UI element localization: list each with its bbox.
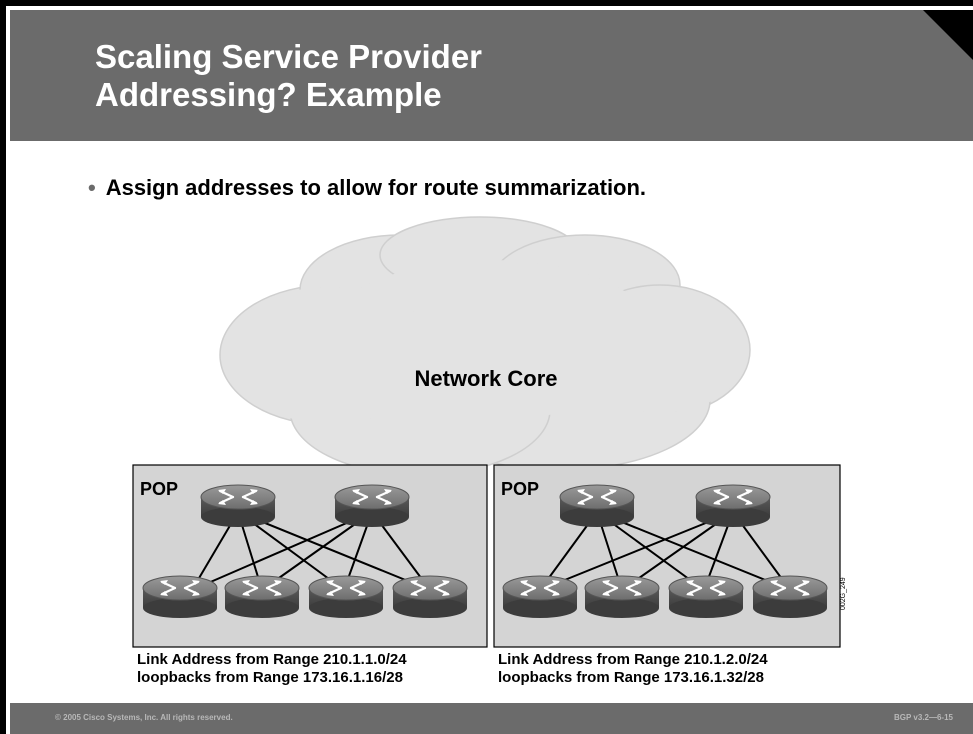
- network-core-label: Network Core: [414, 366, 557, 391]
- corner-mark: [923, 10, 973, 60]
- router-icon: [667, 574, 745, 620]
- pop-1-caption: Link Address from Range 210.1.1.0/24 loo…: [137, 651, 407, 687]
- router-icon: [558, 483, 636, 529]
- pop-2-loopback-range: loopbacks from Range 173.16.1.32/28: [498, 669, 764, 686]
- pop-box-2: POP: [493, 464, 841, 648]
- router-icon: [223, 574, 301, 620]
- bullet-item: • Assign addresses to allow for route sum…: [88, 175, 646, 201]
- router-icon: [583, 574, 661, 620]
- pop-box-1: POP: [132, 464, 488, 648]
- course-code: BGP v3.2—6-15: [894, 713, 953, 722]
- router-icon: [501, 574, 579, 620]
- left-border: [0, 0, 6, 734]
- title-line-2: Addressing? Example: [95, 76, 442, 113]
- network-core-cloud: [219, 216, 751, 476]
- slide-title: Scaling Service Provider Addressing? Exa…: [95, 38, 482, 114]
- pop-2-link-range: Link Address from Range 210.1.2.0/24: [498, 651, 768, 668]
- pop-label-2: POP: [501, 479, 539, 499]
- pop-1-loopback-range: loopbacks from Range 173.16.1.16/28: [137, 669, 403, 686]
- top-border: [0, 0, 973, 6]
- title-line-1: Scaling Service Provider: [95, 38, 483, 75]
- router-icon: [307, 574, 385, 620]
- copyright-text: © 2005 Cisco Systems, Inc. All rights re…: [55, 713, 233, 722]
- pop-1-link-range: Link Address from Range 210.1.1.0/24: [137, 651, 407, 668]
- router-icon: [333, 483, 411, 529]
- bullet-dot-icon: •: [88, 175, 96, 200]
- router-icon: [694, 483, 772, 529]
- image-id: 002G_249: [840, 577, 847, 610]
- router-icon: [391, 574, 469, 620]
- bullet-text: Assign addresses to allow for route summ…: [105, 175, 647, 200]
- router-icon: [141, 574, 219, 620]
- pop-2-caption: Link Address from Range 210.1.2.0/24 loo…: [498, 651, 768, 687]
- pop-label-1: POP: [140, 479, 178, 499]
- router-icon: [751, 574, 829, 620]
- footer-bar: © 2005 Cisco Systems, Inc. All rights re…: [10, 703, 973, 734]
- router-icon: [199, 483, 277, 529]
- title-bar: [10, 10, 973, 141]
